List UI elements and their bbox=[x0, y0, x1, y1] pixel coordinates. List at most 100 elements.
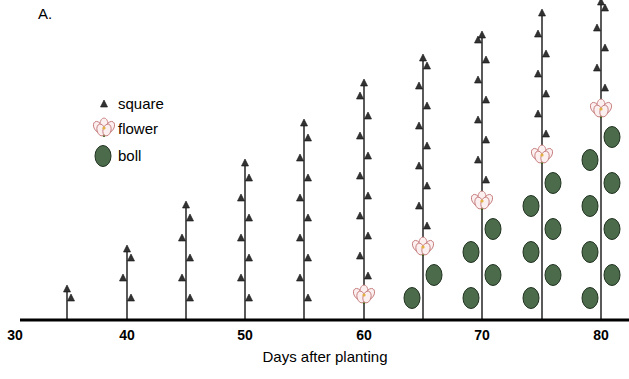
square-symbol bbox=[297, 274, 304, 281]
square-symbol bbox=[297, 154, 304, 161]
square-symbol bbox=[68, 294, 75, 301]
square-symbol bbox=[535, 110, 542, 117]
flower-petal bbox=[599, 104, 610, 118]
boll-symbol bbox=[523, 242, 539, 263]
flower-center bbox=[480, 199, 483, 202]
cotton-plant bbox=[404, 54, 442, 320]
tick-label: 30 bbox=[7, 328, 23, 342]
boll-symbol bbox=[582, 288, 598, 309]
boll-symbol bbox=[604, 265, 620, 286]
square-symbol bbox=[535, 70, 542, 77]
square-symbol bbox=[128, 294, 135, 301]
square-symbol bbox=[365, 192, 372, 199]
square-symbol bbox=[416, 122, 423, 129]
square-symbol bbox=[246, 174, 253, 181]
boll-symbol bbox=[545, 173, 561, 194]
square-symbol bbox=[594, 24, 601, 31]
plant-stem bbox=[66, 290, 67, 320]
cotton-plant bbox=[64, 285, 75, 320]
flower-center bbox=[362, 293, 365, 296]
square-symbol bbox=[305, 294, 312, 301]
tick-label: 70 bbox=[474, 328, 490, 342]
square-symbol bbox=[246, 214, 253, 221]
square-symbol bbox=[365, 272, 372, 279]
square-symbol bbox=[101, 100, 108, 107]
boll-symbol bbox=[545, 219, 561, 240]
square-symbol bbox=[416, 202, 423, 209]
square-symbol bbox=[357, 172, 364, 179]
square-symbol bbox=[598, 0, 605, 5]
square-symbol bbox=[238, 234, 245, 241]
square-symbol bbox=[365, 152, 372, 159]
flower-center bbox=[540, 153, 543, 156]
legend-symbols bbox=[92, 100, 117, 167]
square-symbol bbox=[187, 214, 194, 221]
square-symbol bbox=[602, 44, 609, 51]
square-symbol bbox=[416, 82, 423, 89]
boll-symbol bbox=[485, 265, 501, 286]
square-symbol bbox=[238, 274, 245, 281]
square-symbol bbox=[64, 285, 71, 292]
boll-symbol bbox=[582, 150, 598, 171]
boll-symbol bbox=[426, 265, 442, 286]
square-symbol bbox=[238, 194, 245, 201]
square-symbol bbox=[424, 182, 431, 189]
square-symbol bbox=[128, 254, 135, 261]
square-symbol bbox=[365, 112, 372, 119]
square-symbol bbox=[483, 136, 490, 143]
boll-symbol bbox=[95, 146, 111, 167]
square-symbol bbox=[246, 294, 253, 301]
square-symbol bbox=[602, 84, 609, 91]
flower-symbol bbox=[352, 285, 377, 304]
cotton-plant bbox=[523, 9, 561, 320]
square-symbol bbox=[357, 132, 364, 139]
tick-label: 60 bbox=[356, 328, 372, 342]
cotton-plant bbox=[179, 201, 194, 320]
flower-center bbox=[599, 107, 602, 110]
legend-text: flower bbox=[118, 121, 158, 136]
plant-stem bbox=[541, 14, 542, 320]
boll-symbol bbox=[604, 127, 620, 148]
flower-symbol bbox=[92, 118, 117, 137]
square-symbol bbox=[543, 50, 550, 57]
boll-symbol bbox=[404, 288, 420, 309]
square-symbol bbox=[424, 142, 431, 149]
panel-label: A. bbox=[38, 6, 52, 21]
square-symbol bbox=[424, 222, 431, 229]
square-symbol bbox=[305, 134, 312, 141]
square-symbol bbox=[416, 162, 423, 169]
square-symbol bbox=[424, 102, 431, 109]
square-symbol bbox=[357, 252, 364, 259]
tick-label: 50 bbox=[237, 328, 253, 342]
boll-symbol bbox=[582, 196, 598, 217]
square-symbol bbox=[183, 201, 190, 208]
square-symbol bbox=[483, 56, 490, 63]
flower-petal bbox=[421, 242, 432, 256]
flower-symbol bbox=[470, 191, 495, 210]
square-symbol bbox=[479, 31, 486, 38]
square-symbol bbox=[246, 254, 253, 261]
cotton-plant bbox=[120, 245, 135, 320]
boll-symbol bbox=[485, 219, 501, 240]
square-symbol bbox=[535, 30, 542, 37]
flower-petal bbox=[480, 196, 491, 210]
legend-text: boll bbox=[118, 148, 141, 163]
boll-symbol bbox=[523, 288, 539, 309]
square-symbol bbox=[187, 254, 194, 261]
flower-petal bbox=[102, 123, 113, 137]
tick-label: 80 bbox=[593, 328, 609, 342]
cotton-plant bbox=[352, 79, 377, 320]
square-symbol bbox=[305, 254, 312, 261]
square-symbol bbox=[475, 76, 482, 83]
flower-petal bbox=[362, 290, 373, 304]
plant-stem bbox=[303, 124, 304, 320]
square-symbol bbox=[539, 9, 546, 16]
square-symbol bbox=[475, 116, 482, 123]
boll-symbol bbox=[463, 242, 479, 263]
square-symbol bbox=[124, 245, 131, 252]
square-symbol bbox=[297, 194, 304, 201]
plant-stem bbox=[185, 206, 186, 320]
square-symbol bbox=[305, 174, 312, 181]
square-symbol bbox=[483, 96, 490, 103]
